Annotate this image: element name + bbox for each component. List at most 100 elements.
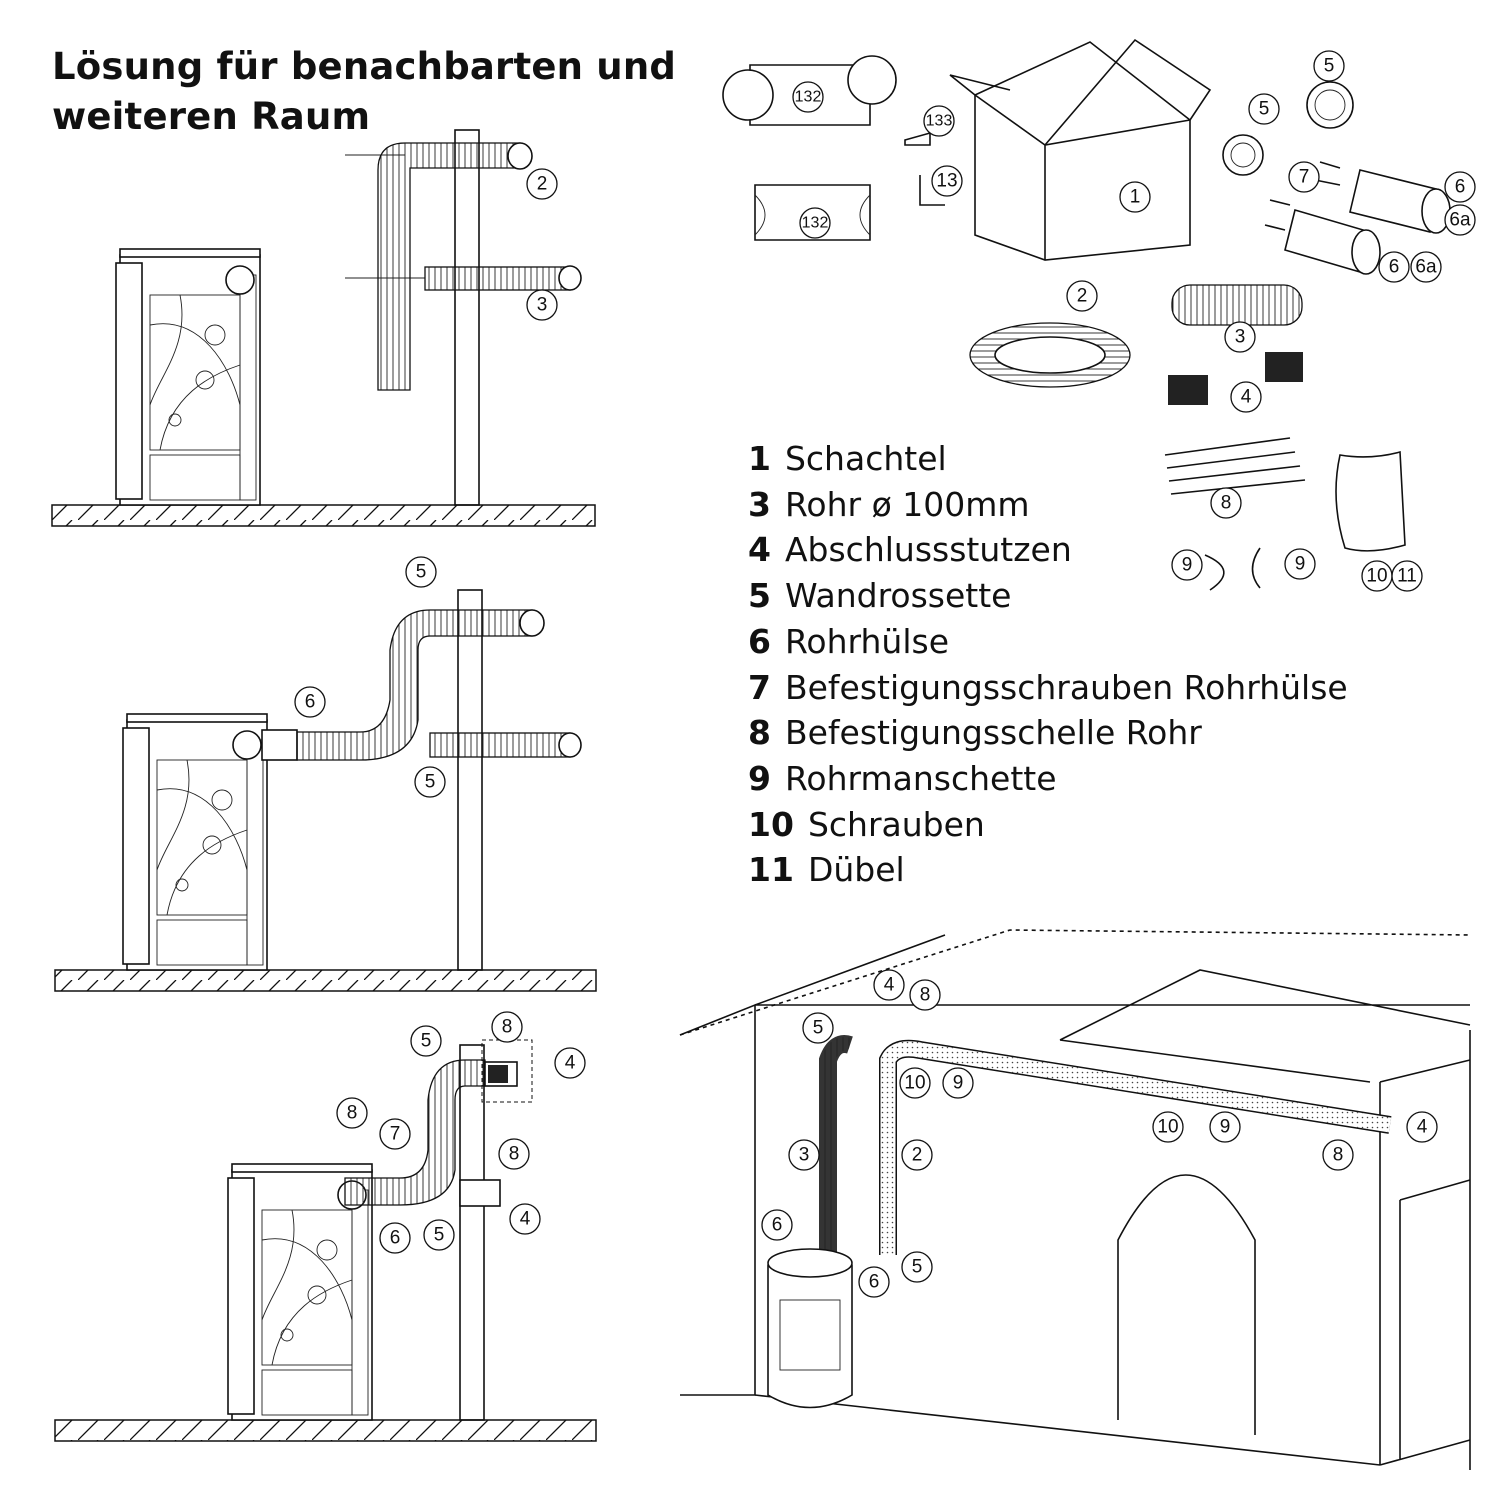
- callout-number: 4: [1241, 387, 1252, 408]
- callout-circle: [509, 1203, 541, 1235]
- callout-panel3: 7: [379, 1118, 411, 1150]
- callout-parts: 132: [799, 207, 831, 239]
- callout-circle: [901, 1251, 933, 1283]
- callout-parts: 7: [1288, 161, 1320, 193]
- title-line-1: Lösung für benachbarten und: [52, 45, 677, 88]
- callout-parts: 8: [1210, 487, 1242, 519]
- callout-panel1: 2: [526, 168, 558, 200]
- callout-parts: 10: [1361, 560, 1393, 592]
- callout-number: 8: [1333, 1145, 1344, 1166]
- legend-label: Befestigungsschelle Rohr: [784, 713, 1202, 753]
- callout-circle: [379, 1118, 411, 1150]
- callout-panel3: 8: [491, 1011, 523, 1043]
- legend-number: 4: [748, 530, 771, 570]
- callout-circle: [788, 1139, 820, 1171]
- callout-number: 9: [953, 1073, 964, 1094]
- legend-number: 1: [748, 439, 771, 478]
- callout-number: 10: [904, 1073, 925, 1094]
- callout-circle: [1444, 171, 1476, 203]
- callout-number: 3: [537, 295, 548, 316]
- callout-room: 2: [901, 1139, 933, 1171]
- callout-number: 8: [347, 1103, 358, 1124]
- callout-room: 4: [1406, 1111, 1438, 1143]
- callout-panel3: 5: [423, 1219, 455, 1251]
- legend-number: 5: [748, 576, 771, 616]
- callout-panel3: 6: [379, 1222, 411, 1254]
- callout-circle: [899, 1067, 931, 1099]
- callout-panel2: 6: [294, 686, 326, 718]
- legend-number: 11: [748, 850, 794, 890]
- callout-number: 5: [425, 772, 436, 793]
- room-perspective: [679, 929, 1471, 1470]
- callout-circle: [1248, 93, 1280, 125]
- callout-number: 1: [1130, 187, 1141, 208]
- callout-circle: [1444, 204, 1476, 236]
- callout-number: 6: [869, 1272, 880, 1293]
- callout-circle: [1284, 548, 1316, 580]
- callout-circle: [761, 1209, 793, 1241]
- callout-circle: [414, 766, 446, 798]
- callout-circle: [554, 1047, 586, 1079]
- callout-number: 6: [305, 692, 316, 713]
- callout-circle: [942, 1067, 974, 1099]
- callout-number: 9: [1182, 555, 1193, 576]
- callout-circle: [1391, 560, 1423, 592]
- callout-circle: [336, 1097, 368, 1129]
- panel-2-wall-passthrough: [54, 589, 597, 992]
- legend-number: 7: [748, 667, 771, 707]
- callout-room: 9: [942, 1067, 974, 1099]
- callout-number: 5: [1324, 56, 1335, 77]
- callout-parts: 132: [792, 81, 824, 113]
- callout-number: 6: [390, 1228, 401, 1249]
- callout-number: 5: [912, 1257, 923, 1278]
- callout-number: 10: [1157, 1117, 1178, 1138]
- callout-room: 8: [909, 979, 941, 1011]
- callout-panel2: 5: [405, 556, 437, 588]
- callout-circle: [491, 1011, 523, 1043]
- callout-circle: [802, 1012, 834, 1044]
- callout-circle: [1230, 381, 1262, 413]
- callout-number: 8: [509, 1144, 520, 1165]
- callout-circle: [873, 969, 905, 1001]
- panel-1-adjacent-room: [51, 129, 596, 527]
- callout-circle: [1171, 549, 1203, 581]
- callout-parts: 5: [1248, 93, 1280, 125]
- callout-number: 5: [421, 1031, 432, 1052]
- callout-parts: 5: [1313, 50, 1345, 82]
- callout-circle: [498, 1138, 530, 1170]
- callout-parts: 6: [1444, 171, 1476, 203]
- callout-number: 2: [912, 1145, 923, 1166]
- callout-number: 2: [537, 174, 548, 195]
- callout-circle: [410, 1025, 442, 1057]
- legend-item: 11 Dübel: [748, 847, 1348, 893]
- callout-circle: [931, 165, 963, 197]
- callout-parts: 11: [1391, 560, 1423, 592]
- callout-panel3: 8: [336, 1097, 368, 1129]
- legend-label: Rohrmanschette: [784, 758, 1057, 798]
- callout-room: 6: [761, 1209, 793, 1241]
- callout-circle: [923, 105, 955, 137]
- callout-circle: [294, 686, 326, 718]
- callout-number: 132: [802, 215, 829, 232]
- callout-number: 7: [390, 1124, 401, 1145]
- callout-number: 4: [1417, 1117, 1428, 1138]
- callout-panel3: 8: [498, 1138, 530, 1170]
- panel-3-further-room: [54, 1039, 597, 1442]
- callout-room: 10: [899, 1067, 931, 1099]
- callout-circle: [1209, 1111, 1241, 1143]
- callout-number: 6: [1389, 257, 1400, 278]
- callout-number: 11: [1397, 566, 1417, 587]
- callout-circle: [423, 1219, 455, 1251]
- legend-label: Wandrossette: [784, 576, 1012, 616]
- callout-number: 5: [416, 562, 427, 583]
- callout-parts: 1: [1119, 181, 1151, 213]
- callout-number: 4: [565, 1053, 576, 1074]
- legend-number: 8: [748, 713, 771, 753]
- legend-label: Dübel: [807, 850, 905, 890]
